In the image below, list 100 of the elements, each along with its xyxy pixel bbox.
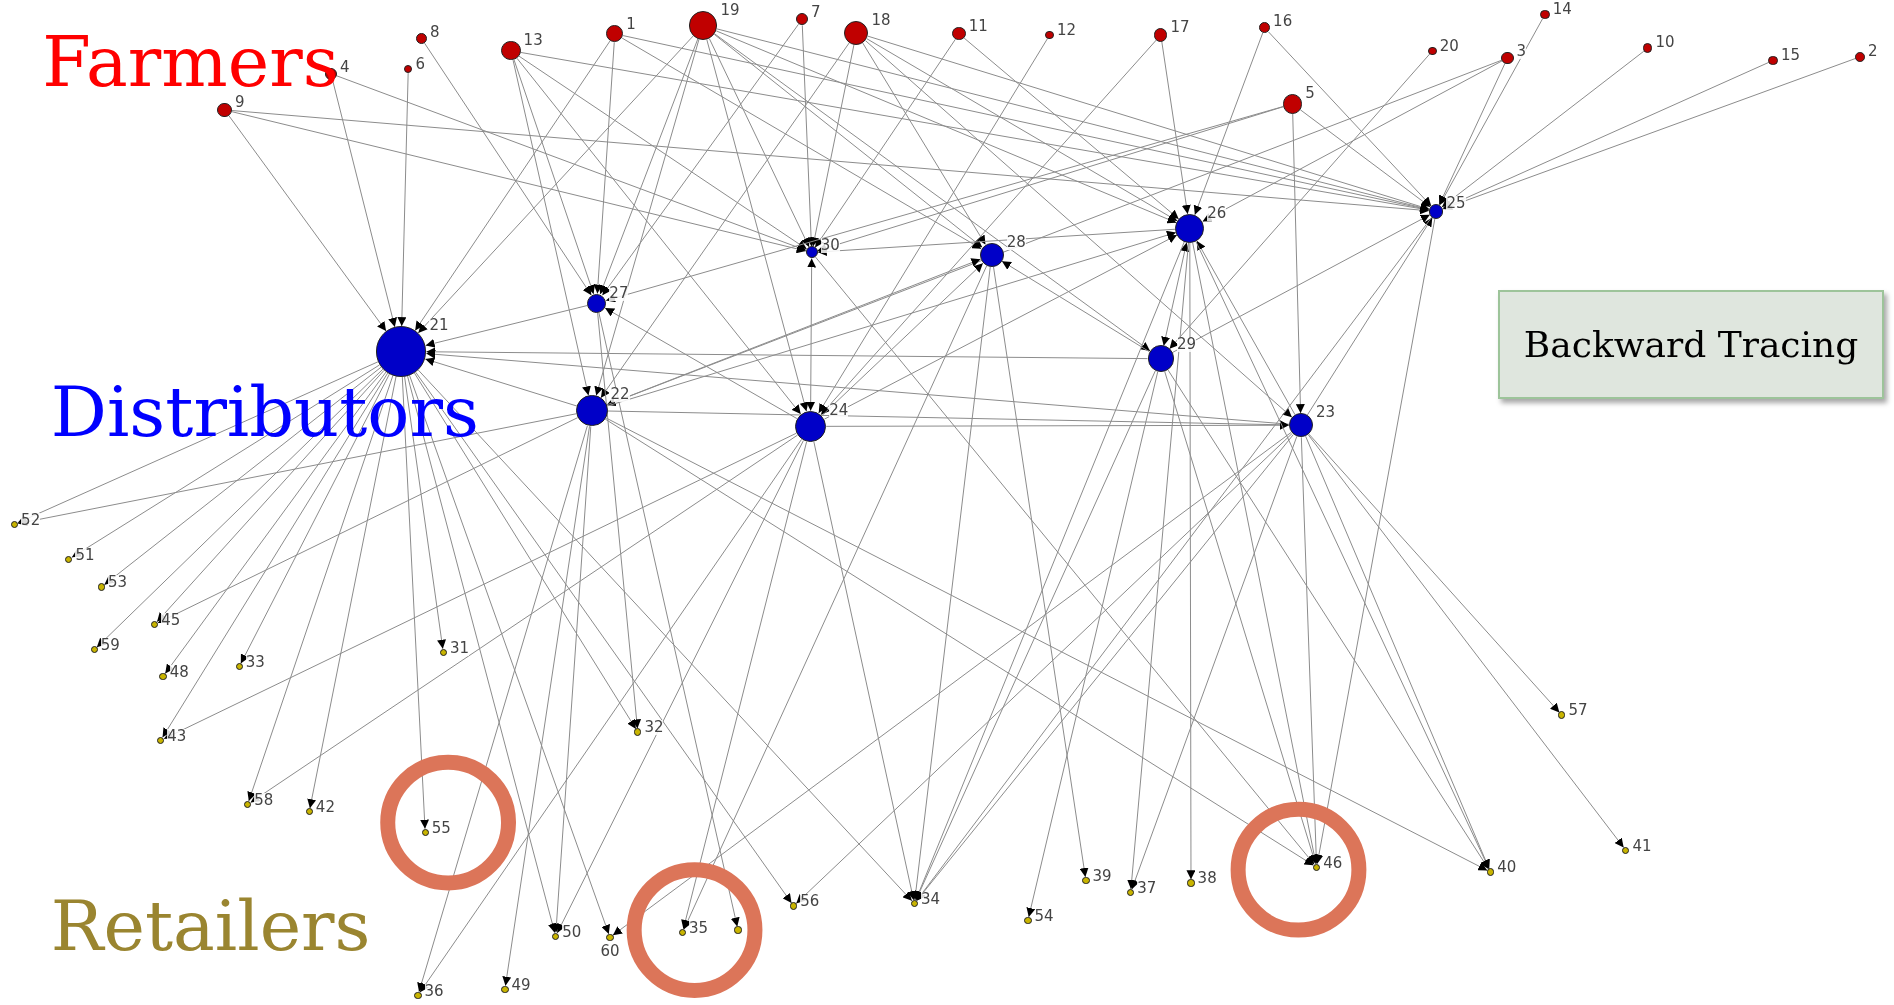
arrow [1195,240,1490,870]
node-number: 6 [415,56,426,72]
arrow [516,57,802,415]
arrow [401,376,430,830]
arrow [415,371,792,904]
arrow [963,37,1180,220]
arrow [814,38,956,248]
arrow [593,41,615,295]
arrow [425,305,588,348]
arrow [866,38,1178,222]
arrow [552,425,592,933]
node-number: 22 [610,387,630,402]
node-number: 24 [829,402,849,418]
farmer-node [1501,51,1514,64]
node-number: 46 [1323,855,1343,871]
distributor-node [805,246,818,259]
arrow [1306,217,1433,416]
retailer-node [606,933,614,941]
node-number: 55 [431,820,451,836]
farmer-node [416,33,427,45]
farmer-node [1154,28,1168,42]
arrow [795,433,1293,904]
retailer-node [1187,879,1195,887]
arrow [336,75,807,252]
arrow [594,38,700,397]
box-title: Backward Tracing [1523,323,1859,365]
arrow [713,33,983,248]
farmer-node [1642,43,1653,54]
node-number: 36 [424,983,444,999]
arrow [1186,242,1196,880]
farmer-node [1540,9,1550,20]
node-number: 60 [600,943,620,959]
node-number: 28 [1006,234,1026,250]
arrow [1202,60,1503,222]
node-number: 9 [234,94,245,110]
arrow [512,59,591,396]
arrow [1167,369,1490,870]
farmer-node [606,25,624,43]
farmer-node [1259,22,1271,34]
node-number: 41 [1632,838,1652,854]
retailer-node [1313,863,1321,871]
arrow [683,265,988,930]
tier-heading: Distributors [50,376,479,447]
arrow [417,425,588,993]
arrow [397,72,409,327]
retailer-node [65,555,73,563]
farmer-node [1282,94,1303,114]
retailer-node [90,646,98,654]
farmer-node [796,13,809,26]
arrow [1267,31,1432,207]
node-number: 35 [689,920,709,936]
arrow [605,417,1488,871]
arrow [407,375,557,934]
retailer-node [1486,868,1495,876]
arrow [1001,260,1150,353]
arrow [424,42,592,296]
arrow [247,375,394,802]
arrow [96,368,384,648]
arrow [821,262,984,417]
arrow [231,111,807,254]
retailer-node [151,620,159,629]
retailer-node [421,828,429,836]
node-number: 32 [644,720,664,736]
distributor-node [576,395,608,427]
arrow [915,370,1156,901]
retailer-node [1082,876,1090,885]
node-number: 12 [1056,22,1076,38]
node-number: 52 [21,512,41,528]
arrow [864,40,1293,418]
arrow [708,37,810,248]
farmer-node [952,27,966,41]
arrow [519,51,1430,214]
node-number: 34 [921,891,941,907]
arrow [17,361,379,524]
retailer-node [97,583,106,591]
retailer-node [1622,846,1630,854]
arrow [1172,214,1431,353]
arrow [1161,41,1191,215]
arrow [993,266,1089,878]
arrow [607,410,1290,430]
retailer-node [1024,916,1032,925]
retailer-node [244,800,252,809]
node-number: 39 [1092,868,1112,884]
distributor-node [1288,413,1313,438]
retailer-node [910,899,918,908]
arrow [604,418,1315,866]
node-number: 37 [1137,881,1157,896]
distributor-node [1147,345,1175,372]
arrow [1196,240,1296,416]
arrow [706,38,809,412]
arrow [1130,436,1298,890]
arrow [621,37,982,250]
retailer-node [439,648,447,656]
farmer-node [501,41,521,61]
arrow [1164,370,1318,865]
retailer-node [734,926,742,934]
arrow [1442,57,1857,211]
distributor-node [587,293,607,313]
arrow [404,376,446,650]
arrow [1299,109,1431,208]
